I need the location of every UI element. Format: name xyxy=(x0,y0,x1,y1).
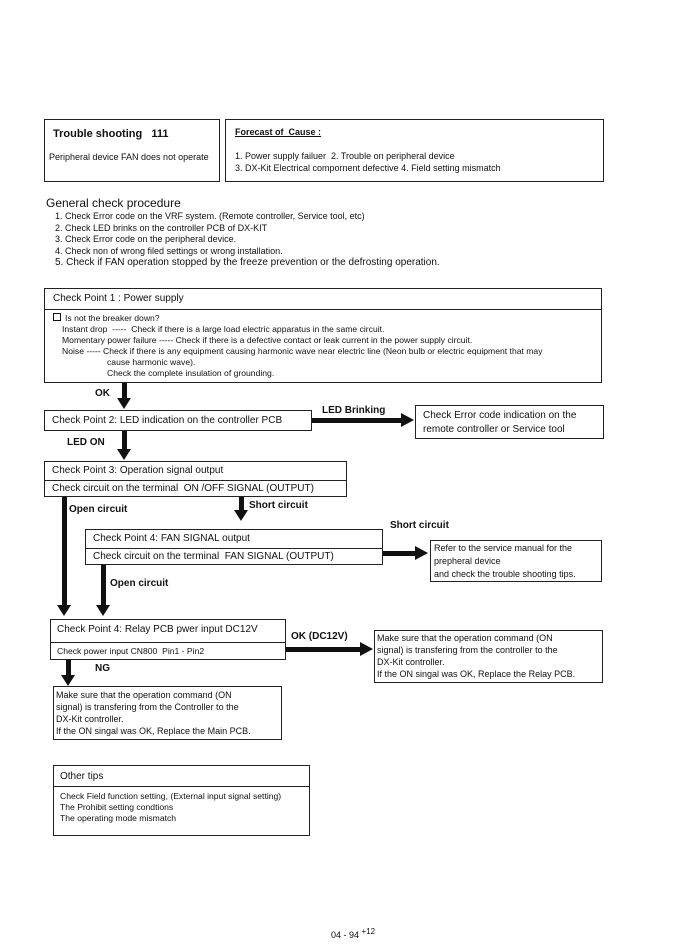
arrow-head xyxy=(117,449,131,460)
general-check-item: 2. Check LED brinks on the controller PC… xyxy=(55,222,268,233)
relay-line-1: Make sure that the operation command (ON xyxy=(377,633,553,643)
forecast-line-2: 3. DX-Kit Electrical compornent defectiv… xyxy=(235,163,501,173)
main-line-1: Make sure that the operation command (ON xyxy=(56,690,232,700)
relay-line-4: If the ON singal was OK, Replace the Rel… xyxy=(377,669,576,679)
check-point-4-relay-title: Check Point 4: Relay PCB pwer input DC12… xyxy=(57,624,258,635)
refer-line-1: Refer to the service manual for the xyxy=(434,543,573,553)
arrow-head xyxy=(96,605,110,616)
error-code-line-2: remote controller or Service tool xyxy=(423,424,565,435)
other-tips-box: Other tips Check Field function setting,… xyxy=(53,765,310,836)
divider xyxy=(51,642,285,643)
forecast-box: Forecast of Cause : 1. Power supply fail… xyxy=(225,119,604,182)
arrow-head xyxy=(61,675,75,686)
trouble-shooting-box: Trouble shooting 111 Peripheral device F… xyxy=(44,119,220,182)
refer-service-manual-box: Refer to the service manual for the prep… xyxy=(430,540,602,582)
arrow-down-open-circuit-short xyxy=(101,565,106,606)
check-point-1-box: Check Point 1 : Power supply Is not the … xyxy=(44,288,602,383)
divider xyxy=(45,309,601,310)
replace-relay-pcb-box: Make sure that the operation command (ON… xyxy=(374,630,603,683)
label-ng: NG xyxy=(95,663,110,674)
replace-main-pcb-box: Make sure that the operation command (ON… xyxy=(53,686,282,740)
main-line-4: If the ON singal was OK, Replace the Mai… xyxy=(56,726,251,736)
arrow-down-ok xyxy=(122,383,127,399)
divider xyxy=(45,480,346,481)
error-code-line-1: Check Error code indication on the xyxy=(423,410,577,421)
momentary-failure-line: Momentary power failure ----- Check if t… xyxy=(62,335,473,345)
instant-drop-line: Instant drop ----- Check if there is a l… xyxy=(62,324,385,334)
page-number-sup: +12 xyxy=(361,927,376,936)
arrow-down-open-circuit-long xyxy=(62,497,67,606)
arrow-right-led-brinking xyxy=(312,418,402,423)
arrow-down-short-circuit xyxy=(239,497,244,511)
label-ok: OK xyxy=(95,388,110,399)
general-check-item: 3. Check Error code on the peripheral de… xyxy=(55,234,237,244)
arrow-right-short-circuit xyxy=(383,551,416,556)
noise-line: Noise ----- Check if there is any equipm… xyxy=(62,346,543,356)
breaker-check-text: Is not the breaker down? xyxy=(65,313,160,323)
error-code-box: Check Error code indication on the remot… xyxy=(415,405,604,439)
divider xyxy=(54,786,309,787)
check-point-3-box: Check Point 3: Operation signal output C… xyxy=(44,461,347,497)
check-point-4-relay-sub: Check power input CN800 Pin1 - Pin2 xyxy=(57,646,205,656)
other-tips-title: Other tips xyxy=(60,771,104,782)
checkbox-icon xyxy=(53,313,61,321)
arrow-head xyxy=(415,546,428,560)
check-point-3-sub: Check circuit on the terminal ON /OFF SI… xyxy=(52,483,314,494)
label-short-circuit: Short circuit xyxy=(249,500,308,511)
general-check-item: 1. Check Error code on the VRF system. (… xyxy=(55,211,365,221)
page-number-text: 04 - 94 xyxy=(331,930,360,940)
label-led-brinking: LED Brinking xyxy=(322,405,386,416)
refer-line-3: and check the trouble shooting tips. xyxy=(434,569,576,579)
tips-line-3: The operating mode mismatch xyxy=(60,813,177,823)
main-line-2: signal) is transfering from the Controll… xyxy=(56,702,239,712)
label-ok-dc12v: OK (DC12V) xyxy=(291,631,348,642)
trouble-shooting-subtitle: Peripheral device FAN does not operate xyxy=(49,152,209,162)
arrow-head xyxy=(117,398,131,409)
check-point-3-title: Check Point 3: Operation signal output xyxy=(52,465,224,476)
arrow-head xyxy=(57,605,71,616)
label-led-on: LED ON xyxy=(67,437,105,448)
check-point-4-relay-box: Check Point 4: Relay PCB pwer input DC12… xyxy=(50,619,286,660)
refer-line-2: prepheral device xyxy=(434,556,501,566)
tips-line-2: The Prohibit setting condtions xyxy=(60,802,174,812)
noise-line-cont: cause harmonic wave). xyxy=(107,357,196,367)
check-point-1-title: Check Point 1 : Power supply xyxy=(53,293,184,304)
label-short-circuit-2: Short circuit xyxy=(390,520,449,531)
check-point-4-fan-title: Check Point 4: FAN SIGNAL output xyxy=(93,533,250,544)
relay-line-3: DX-Kit controller. xyxy=(377,657,445,667)
label-open-circuit-2: Open circuit xyxy=(110,578,169,589)
general-check-item: 5. Check if FAN operation stopped by the… xyxy=(55,257,440,268)
arrow-right-ok-dc12v xyxy=(286,647,361,652)
check-point-2-box: Check Point 2: LED indication on the con… xyxy=(44,410,312,431)
general-check-title: General check procedure xyxy=(46,196,181,210)
forecast-line-1: 1. Power supply failuer 2. Trouble on pe… xyxy=(235,151,455,161)
page-number: 04 - 94 +12 xyxy=(331,926,375,941)
label-open-circuit: Open circuit xyxy=(69,504,128,515)
arrow-head xyxy=(234,510,248,521)
check-point-4-fan-box: Check Point 4: FAN SIGNAL output Check c… xyxy=(85,529,383,565)
divider xyxy=(86,548,382,549)
general-check-item: 4. Check non of wrong filed settings or … xyxy=(55,245,283,256)
check-point-2-title: Check Point 2: LED indication on the con… xyxy=(52,415,283,426)
relay-line-2: signal) is transfering from the controll… xyxy=(377,645,558,655)
arrow-down-led-on xyxy=(122,431,127,450)
check-point-4-fan-sub: Check circuit on the terminal FAN SIGNAL… xyxy=(93,551,334,562)
forecast-title: Forecast of Cause : xyxy=(235,127,322,137)
arrow-head xyxy=(401,413,414,427)
tips-line-1: Check Field function setting, (External … xyxy=(60,791,282,801)
general-check-list: 1. Check Error code on the VRF system. (… xyxy=(55,211,615,269)
trouble-shooting-title: Trouble shooting 111 xyxy=(53,128,169,140)
main-line-3: DX-Kit controller. xyxy=(56,714,124,724)
arrow-down-ng xyxy=(66,660,71,676)
arrow-head xyxy=(360,642,373,656)
grounding-line: Check the complete insulation of groundi… xyxy=(107,368,275,378)
breaker-check: Is not the breaker down? xyxy=(53,313,160,324)
